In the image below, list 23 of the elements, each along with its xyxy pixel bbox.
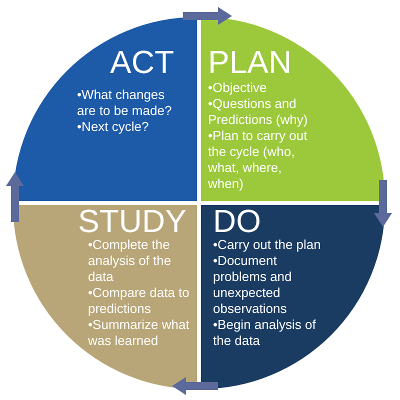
bullet-item: •Summarize what was learned xyxy=(88,317,190,349)
section-heading: PLAN xyxy=(208,46,292,78)
bullet-item: •Compare data to predictions xyxy=(88,285,190,317)
quadrant-segment xyxy=(201,17,385,201)
bullet-item: •Next cycle? xyxy=(77,119,150,135)
bullet-item: •What changes are to be made? xyxy=(77,87,173,119)
section-heading: ACT xyxy=(110,46,174,78)
section-heading: DO xyxy=(213,205,261,237)
cycle-arrow xyxy=(6,172,24,222)
bullet-item: •Complete the analysis of the data xyxy=(88,237,172,285)
bullet-item: •Begin analysis of the data xyxy=(213,317,317,349)
cycle-arrow xyxy=(183,7,232,25)
bullet-item: •Questions and Predictions (why) xyxy=(208,96,309,128)
bullet-item: •Document problems and unexpected observations xyxy=(213,253,293,317)
cycle-arrow xyxy=(172,377,218,395)
bullet-item: •Objective xyxy=(208,80,268,96)
cycle-arrow xyxy=(374,180,392,227)
bullet-item: •Plan to carry out the cycle (who, what, where, when) xyxy=(208,128,308,192)
quadrant-segment xyxy=(13,205,197,389)
quadrant-segment xyxy=(13,17,197,201)
bullet-item: •Carry out the plan xyxy=(213,237,322,253)
section-heading: STUDY xyxy=(78,205,186,237)
quadrant-segment xyxy=(201,205,385,389)
